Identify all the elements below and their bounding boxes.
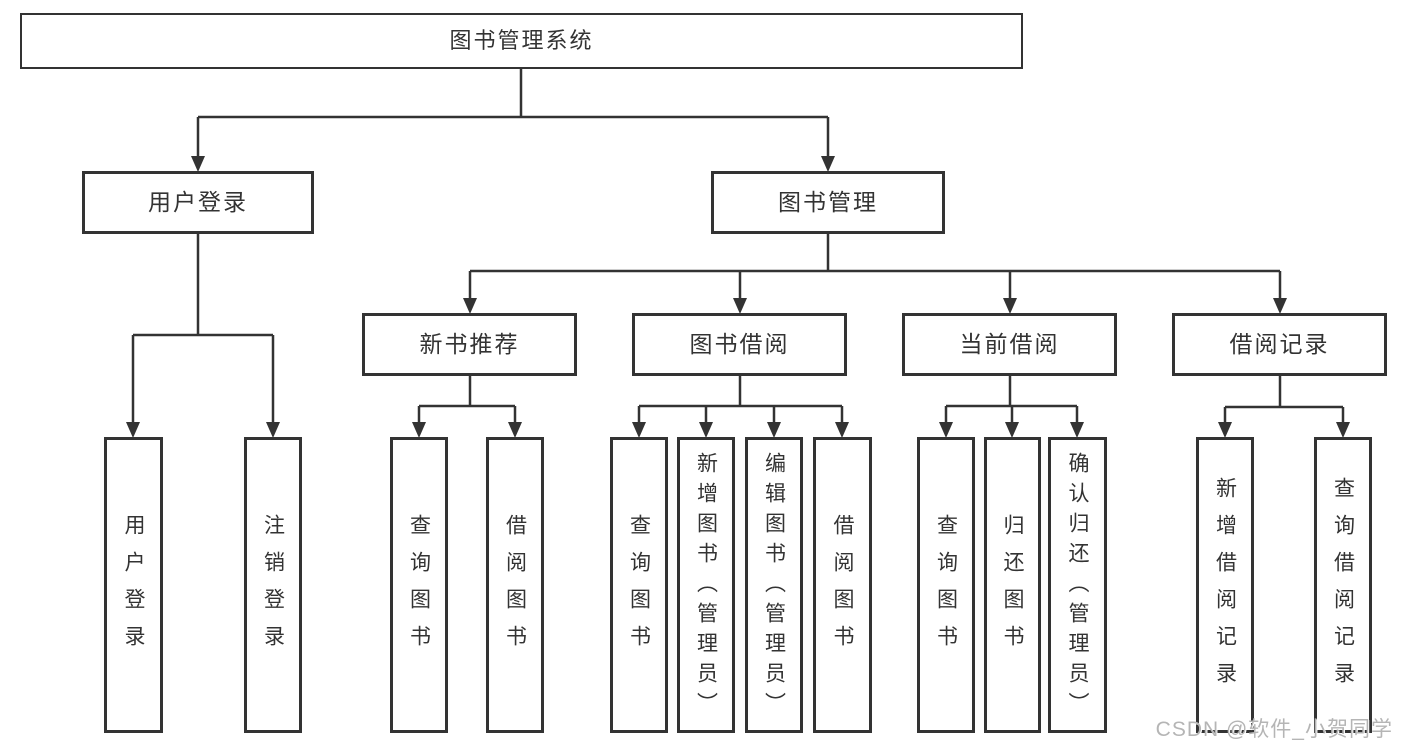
- arrowhead-icon: [835, 422, 849, 438]
- connector-records-to-leaves: [1223, 376, 1345, 424]
- arrowhead-icon: [767, 422, 781, 438]
- connector-root-to-level1: [196, 69, 830, 158]
- arrowhead-icon: [412, 422, 426, 438]
- arrowhead-icon: [699, 422, 713, 438]
- node-label: 图书借阅: [689, 331, 790, 357]
- arrowhead-icon: [733, 298, 747, 314]
- node-label: 查询图书: [407, 514, 431, 662]
- connector-newrec-to-leaves: [417, 376, 517, 424]
- leaf-query-borrow-record: 查询借阅记录: [1314, 437, 1372, 733]
- arrowhead-icon: [1273, 298, 1287, 314]
- connector-curborrow-to-leaves: [944, 376, 1079, 424]
- node-label: 新增图书（管理员）: [694, 452, 718, 722]
- node-label: 编辑图书（管理员）: [762, 452, 786, 722]
- node-label: 图书管理系统: [449, 28, 594, 53]
- node-label: 借阅记录: [1229, 331, 1330, 357]
- node-label: 确认归还（管理员）: [1066, 452, 1089, 722]
- node-label: 查询图书: [934, 514, 958, 662]
- arrowhead-icon: [939, 422, 953, 438]
- node-label: 借阅图书: [831, 514, 854, 662]
- node-current-borrowing: 当前借阅: [902, 313, 1117, 376]
- node-label: 归还图书: [1001, 514, 1024, 662]
- node-label: 当前借阅: [959, 331, 1060, 357]
- arrowhead-icon: [126, 422, 140, 438]
- arrowhead-icon: [1218, 422, 1232, 438]
- node-label: 用户登录: [148, 189, 248, 215]
- node-user-login: 用户登录: [82, 171, 314, 234]
- arrowheads: [126, 156, 1350, 438]
- leaf-confirm-return-admin: 确认归还（管理员）: [1048, 437, 1107, 733]
- arrowhead-icon: [266, 422, 280, 438]
- node-label: 用户登录: [122, 514, 145, 662]
- arrowhead-icon: [821, 156, 835, 172]
- arrowhead-icon: [191, 156, 205, 172]
- connector-bookmgmt-to-level2: [468, 234, 1282, 300]
- leaf-edit-books-admin: 编辑图书（管理员）: [745, 437, 803, 733]
- leaf-query-books-current: 查询图书: [917, 437, 975, 733]
- node-label: 查询借阅记录: [1331, 477, 1355, 699]
- arrowhead-icon: [1005, 422, 1019, 438]
- arrowhead-icon: [632, 422, 646, 438]
- arrowhead-icon: [508, 422, 522, 438]
- node-new-book-recommend: 新书推荐: [362, 313, 577, 376]
- leaf-add-borrow-record: 新增借阅记录: [1196, 437, 1254, 733]
- arrowhead-icon: [1003, 298, 1017, 314]
- csdn-watermark: CSDN @软件_小贺同学: [1155, 718, 1393, 741]
- node-book-management: 图书管理: [711, 171, 945, 234]
- leaf-user-login: 用户登录: [104, 437, 163, 733]
- leaf-add-books-admin: 新增图书（管理员）: [677, 437, 735, 733]
- leaf-return-books: 归还图书: [984, 437, 1041, 733]
- connector-userlogin-to-leaves: [131, 234, 275, 424]
- arrowhead-icon: [1070, 422, 1084, 438]
- node-book-borrowing: 图书借阅: [632, 313, 847, 376]
- leaf-borrow-books-recommend: 借阅图书: [486, 437, 544, 733]
- leaf-query-books-recommend: 查询图书: [390, 437, 448, 733]
- arrowhead-icon: [463, 298, 477, 314]
- node-label: 图书管理: [778, 189, 878, 215]
- leaf-borrow-books: 借阅图书: [813, 437, 872, 733]
- leaf-logout: 注销登录: [244, 437, 302, 733]
- node-label: 新增借阅记录: [1213, 477, 1237, 699]
- connector-bookborrow-to-leaves: [637, 376, 844, 424]
- node-label: 查询图书: [627, 514, 651, 662]
- node-label: 新书推荐: [419, 331, 520, 357]
- arrowhead-icon: [1336, 422, 1350, 438]
- leaf-query-books-borrow: 查询图书: [610, 437, 668, 733]
- node-library-management-system: 图书管理系统: [20, 13, 1023, 69]
- node-label: 注销登录: [261, 514, 285, 662]
- node-label: 借阅图书: [503, 514, 527, 662]
- node-borrowing-records: 借阅记录: [1172, 313, 1387, 376]
